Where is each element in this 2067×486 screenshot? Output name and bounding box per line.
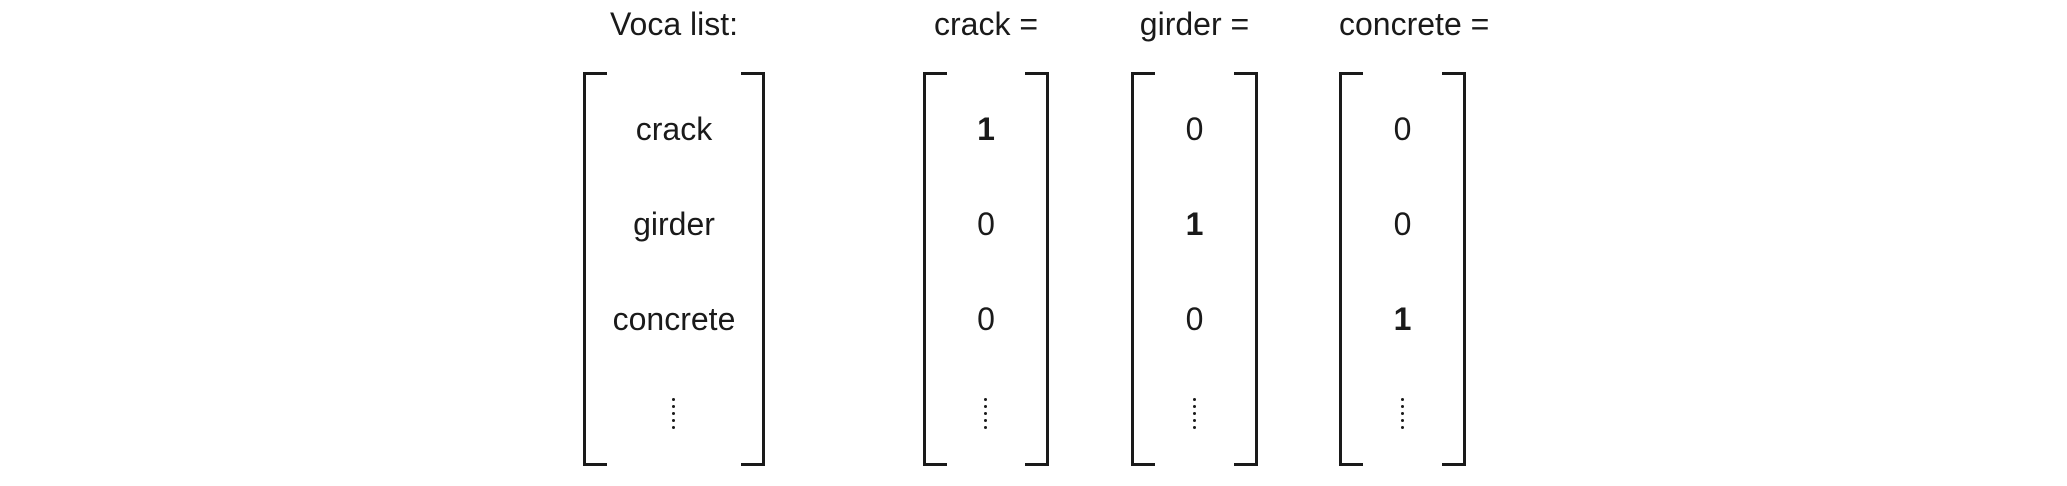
vector-value: 0 [1185,111,1204,147]
vector-value: 0 [977,301,995,337]
vector-value: 0 [1393,206,1412,242]
vector-title: concrete = [1339,6,1490,42]
vector-girder: girder = 0 1 0 [1131,0,1258,486]
left-bracket [583,72,607,466]
vocab-item-girder: girder [633,206,715,242]
vector-title: girder = [1139,6,1250,42]
vector-value: 1 [977,111,995,147]
vector-value: 0 [977,206,995,242]
vector-value: 0 [1393,111,1412,147]
vocab-item-crack: crack [635,111,713,147]
right-bracket [1442,72,1466,466]
right-bracket [741,72,765,466]
vocab-list-block: Voca list: crack girder concrete [583,0,765,486]
left-bracket [1131,72,1155,466]
vector-value: 1 [1393,301,1412,337]
vocab-item-concrete: concrete [612,301,736,337]
vector-value: 1 [1185,206,1204,242]
left-bracket [1339,72,1363,466]
vocab-list-title: Voca list: [609,6,739,42]
vector-title: crack = [933,6,1039,42]
right-bracket [1025,72,1049,466]
vertical-ellipsis-icon [1192,394,1197,434]
vector-concrete: concrete = 0 0 1 [1339,0,1490,486]
vertical-ellipsis-icon [984,394,988,434]
left-bracket [923,72,947,466]
vertical-ellipsis-icon [1400,394,1405,434]
vector-value: 0 [1185,301,1204,337]
right-bracket [1234,72,1258,466]
vertical-ellipsis-icon [672,394,676,434]
vector-crack: crack = 1 0 0 [923,0,1049,486]
